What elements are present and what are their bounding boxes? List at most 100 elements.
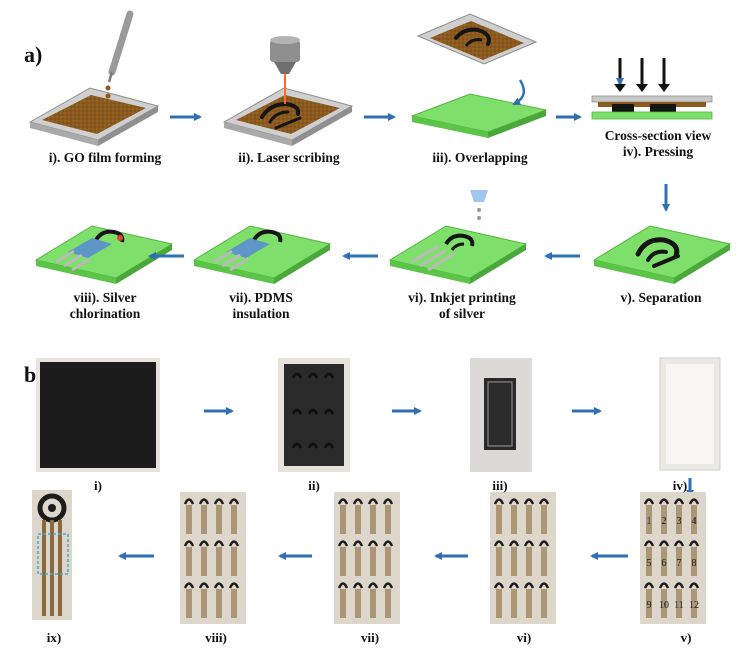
sensor-electrode xyxy=(538,540,550,547)
photo-i-label: i) xyxy=(94,478,102,493)
sensor-electrode xyxy=(658,498,670,505)
sensor-electrode xyxy=(508,540,520,547)
sensor-electrode xyxy=(493,498,505,505)
sensor-electrode xyxy=(183,498,195,505)
sensor-electrode xyxy=(337,582,349,589)
sensor-electrode xyxy=(213,498,225,505)
sensor-electrode xyxy=(673,582,685,589)
step-ii-laser-scribing xyxy=(222,36,354,146)
sensor-electrode xyxy=(228,540,240,547)
sensor-electrode xyxy=(508,582,520,589)
step-ii-label: ii). Laser scribing xyxy=(238,150,340,165)
photo-vi xyxy=(490,492,556,624)
sensor-electrode xyxy=(538,582,550,589)
sensor-electrode xyxy=(658,540,670,547)
photo-v-label: v) xyxy=(680,630,692,645)
sensor-electrode xyxy=(643,582,655,589)
step-vi-inkjet xyxy=(388,190,528,284)
sensor-electrode xyxy=(523,540,535,547)
photo-iv-label: iv) xyxy=(672,478,688,493)
step-vii-label: vii). PDMS insulation xyxy=(229,290,293,321)
sensor-number: 4 xyxy=(692,516,697,527)
sensor-electrode xyxy=(382,540,394,547)
panel-a-letter: a) xyxy=(24,42,43,67)
photo-ix xyxy=(32,490,72,620)
sensor-electrode xyxy=(367,498,379,505)
sensor-electrode xyxy=(493,540,505,547)
sensor-electrode xyxy=(337,540,349,547)
sensor-number: 8 xyxy=(692,558,697,569)
sensor-number: 11 xyxy=(674,600,684,611)
photo-vii-label: vii) xyxy=(360,630,380,645)
step-iii-label: iii). Overlapping xyxy=(432,150,528,165)
sensor-electrode xyxy=(538,498,550,505)
sensor-electrode xyxy=(643,498,655,505)
sensor-electrode xyxy=(643,540,655,547)
inkjet-nozzle-icon xyxy=(470,190,488,202)
sensor-number: 6 xyxy=(662,558,667,569)
photo-ii-label: ii) xyxy=(308,478,320,493)
sensor-number: 5 xyxy=(647,558,652,569)
step-iii-overlapping xyxy=(410,13,548,138)
sensor-number: 7 xyxy=(677,558,682,569)
sensor-electrode xyxy=(352,498,364,505)
sensor-electrode xyxy=(183,582,195,589)
sensor-electrode xyxy=(367,582,379,589)
sensor-number: 1 xyxy=(647,516,652,527)
photo-i xyxy=(36,358,160,472)
photo-iv xyxy=(659,357,721,471)
step-v-separation xyxy=(592,225,732,284)
step-i-label: i). GO film forming xyxy=(48,150,162,165)
sensor-number: 3 xyxy=(677,516,682,527)
sensor-electrode xyxy=(688,582,700,589)
laser-head-icon xyxy=(270,40,300,62)
sensor-number: 12 xyxy=(689,600,699,611)
sensor-electrode xyxy=(673,498,685,505)
step-vii-pdms xyxy=(192,225,332,284)
photo-ii xyxy=(278,358,350,472)
photo-vii xyxy=(334,492,400,624)
sensor-electrode xyxy=(198,498,210,505)
sensor-electrode xyxy=(382,582,394,589)
step-i-go-film xyxy=(28,10,160,146)
sensor-electrode xyxy=(382,498,394,505)
step-iv-label: Cross-section view iv). Pressing xyxy=(604,128,712,159)
pipette-icon xyxy=(108,10,134,76)
sensor-electrode xyxy=(228,582,240,589)
sensor-number: 9 xyxy=(647,600,652,611)
photo-iii-label: iii) xyxy=(492,478,508,493)
sensor-electrode xyxy=(367,540,379,547)
photo-vi-label: vi) xyxy=(516,630,532,645)
sensor-number: 2 xyxy=(662,516,667,527)
photo-viii-label: viii) xyxy=(205,630,227,645)
sensor-electrode xyxy=(508,498,520,505)
photo-viii xyxy=(180,492,246,624)
sensor-electrode xyxy=(213,540,225,547)
step-iv-pressing xyxy=(591,58,713,120)
sensor-electrode xyxy=(198,582,210,589)
step-vi-label: vi). Inkjet printing of silver xyxy=(408,290,516,321)
step-viii-chlorination xyxy=(34,225,174,284)
photo-ix-label: ix) xyxy=(46,630,62,645)
sensor-electrode xyxy=(352,582,364,589)
sensor-electrode xyxy=(228,498,240,505)
sensor-electrode xyxy=(198,540,210,547)
photo-iii xyxy=(470,358,532,472)
sensor-electrode xyxy=(688,540,700,547)
step-viii-label: viii). Silver chlorination xyxy=(69,290,141,321)
step-v-label: v). Separation xyxy=(620,290,702,305)
sensor-electrode xyxy=(523,582,535,589)
sensor-electrode xyxy=(493,582,505,589)
sensor-electrode xyxy=(183,540,195,547)
sensor-electrode xyxy=(352,540,364,547)
sensor-electrode xyxy=(658,582,670,589)
sensor-electrode xyxy=(213,582,225,589)
sensor-electrode xyxy=(673,540,685,547)
sensor-electrode xyxy=(688,498,700,505)
sensor-number: 10 xyxy=(659,600,669,611)
sensor-electrode xyxy=(523,498,535,505)
sensor-electrode xyxy=(337,498,349,505)
